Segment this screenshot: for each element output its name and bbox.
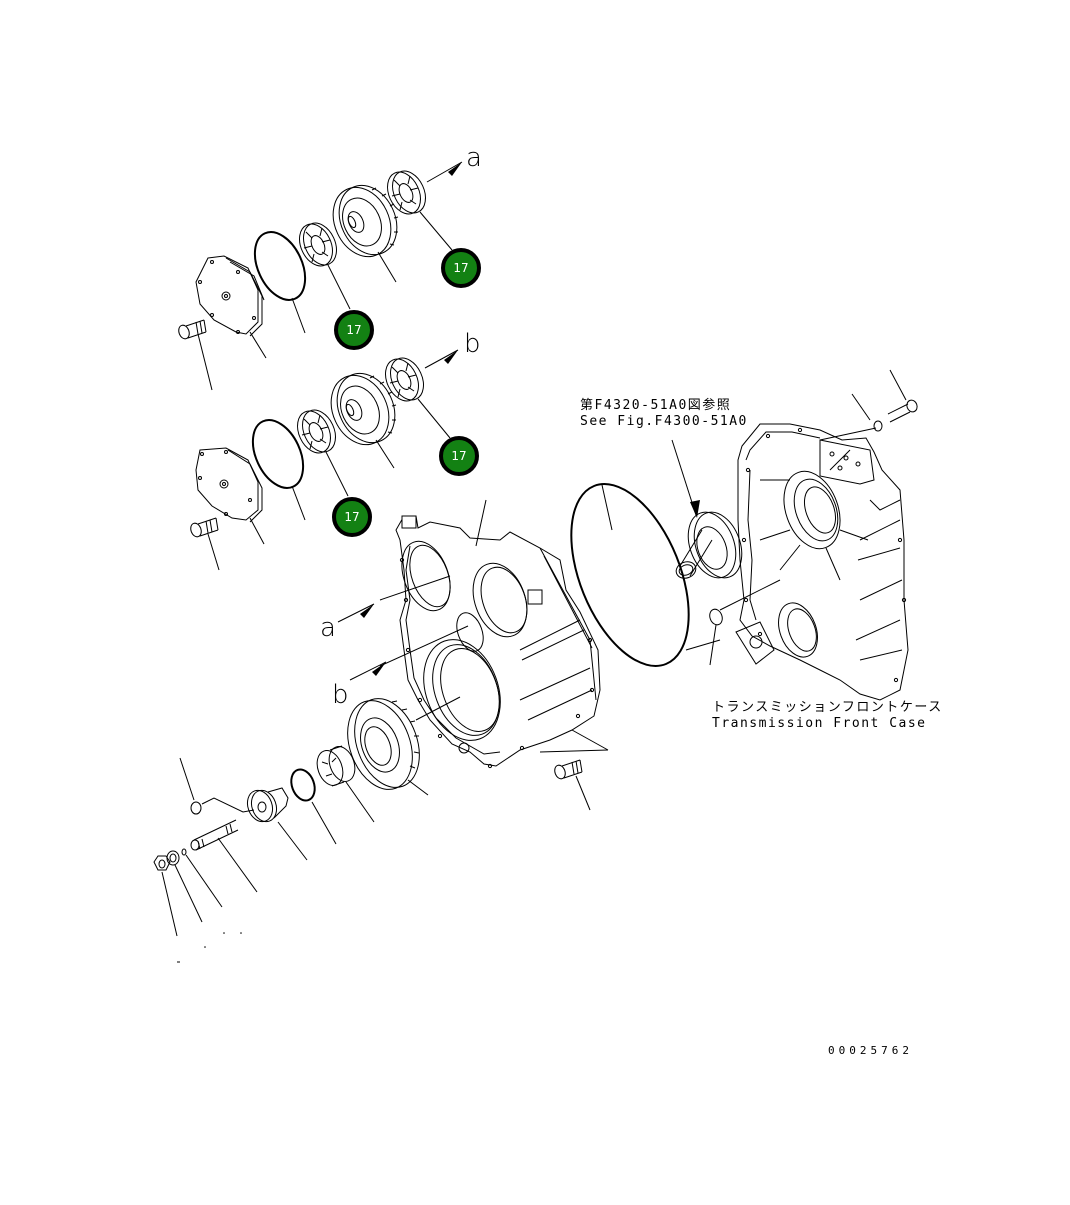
callout-number: 17	[451, 449, 467, 463]
case-label-en: Transmission Front Case	[712, 716, 927, 731]
idler-small-ring	[181, 848, 223, 908]
callout-number: 17	[344, 510, 360, 524]
upper-cover-assembly	[178, 161, 463, 391]
arrow-to-b-case	[349, 661, 387, 681]
arrow-to-a-case	[337, 603, 375, 623]
transmission-front-case	[685, 369, 918, 701]
section-marker-b-case: b	[332, 680, 349, 710]
case-label: トランスミッションフロントケース Transmission Front Case	[712, 700, 943, 732]
callout-number: 17	[346, 323, 362, 337]
figure-number: 00025762	[828, 1044, 913, 1057]
callout-number: 17	[453, 261, 469, 275]
case-bolt-holes	[399, 557, 595, 769]
bearing-lower-inner	[297, 409, 349, 497]
reference-note-en: See Fig.F4300-51A0	[580, 414, 748, 429]
reference-note: 第F4320-51A0図参照 See Fig.F4300-51A0	[580, 398, 748, 430]
part-callout-17[interactable]: 17	[334, 310, 374, 350]
bolt-upper	[178, 319, 213, 391]
gear-lower	[330, 372, 397, 469]
case-label-jp: トランスミッションフロントケース	[712, 700, 943, 715]
bolt-case-top	[819, 369, 918, 441]
part-callout-17[interactable]: 17	[441, 248, 481, 288]
bearing-upper-inner	[299, 222, 351, 310]
bolt-lower	[190, 517, 220, 571]
input-shaft-flange	[671, 439, 743, 579]
bearing-upper-outer	[387, 170, 453, 251]
large-o-ring-gasket	[570, 483, 690, 667]
idler-o-ring	[290, 768, 337, 845]
arrow-to-b-upper	[424, 349, 459, 369]
idler-nut	[153, 855, 178, 937]
front-case-housing	[379, 499, 609, 811]
section-marker-b-upper: b	[464, 329, 481, 359]
idler-gear	[347, 698, 429, 796]
gear-upper	[332, 184, 399, 283]
part-callout-17[interactable]: 17	[439, 436, 479, 476]
cover-plate-upper	[195, 255, 267, 359]
idler-washer	[166, 850, 203, 923]
section-marker-a-case: a	[320, 613, 336, 643]
o-ring-upper	[253, 231, 307, 334]
bearing-lower-outer	[385, 357, 451, 439]
idler-shaft	[190, 819, 258, 893]
arrow-to-a-upper	[426, 161, 463, 183]
lower-cover-assembly	[190, 349, 459, 571]
bolt-case-lower	[539, 729, 609, 811]
idler-bearing	[316, 745, 375, 823]
part-callout-17[interactable]: 17	[332, 497, 372, 537]
idler-plug	[179, 757, 255, 815]
section-marker-a-upper: a	[466, 143, 482, 173]
o-ring-lower	[251, 419, 306, 521]
cover-plate-lower	[195, 447, 265, 545]
reference-note-jp: 第F4320-51A0図参照	[580, 398, 732, 413]
idler-shaft-assembly	[153, 698, 429, 963]
